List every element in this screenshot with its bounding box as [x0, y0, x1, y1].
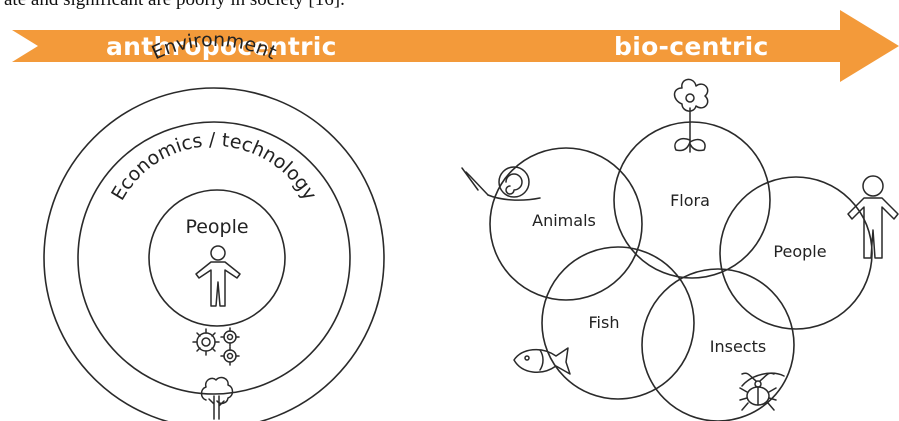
tree-icon — [200, 376, 234, 420]
fish-label: Fish — [589, 313, 620, 332]
economics-technology-circle — [77, 121, 351, 395]
fish-icon — [513, 347, 571, 375]
snail-icon — [461, 166, 541, 201]
person-icon-right — [847, 175, 899, 259]
animals-circle — [489, 147, 643, 301]
insects-label: Insects — [710, 337, 766, 356]
caption-fragment: ate and significant are poorly in societ… — [0, 0, 899, 10]
economics-technology-ring-label: Economics / technology — [107, 129, 321, 204]
biocentric-diagram: Animals Flora People Fish Insects — [461, 78, 899, 421]
anthropocentric-label: anthropocentric — [106, 32, 337, 61]
flora-circle — [613, 121, 771, 279]
animals-label: Animals — [532, 211, 596, 230]
people-label-right: People — [773, 242, 826, 261]
beetle-icon — [739, 372, 785, 411]
orientation-arrow: anthropocentric bio-centric — [12, 10, 899, 82]
insects-circle — [641, 268, 795, 421]
environment-circle — [43, 87, 385, 421]
people-circle — [148, 189, 286, 327]
flora-label: Flora — [670, 191, 710, 210]
people-center-label: People — [185, 216, 248, 238]
fish-circle — [541, 246, 695, 400]
anthropocentric-diagram: Environment Economics / technology Peopl… — [43, 29, 385, 421]
flower-icon — [673, 78, 709, 153]
person-icon — [195, 245, 241, 307]
gears-icon — [192, 327, 240, 366]
arrow-shape — [12, 10, 899, 82]
biocentric-label: bio-centric — [614, 32, 769, 61]
